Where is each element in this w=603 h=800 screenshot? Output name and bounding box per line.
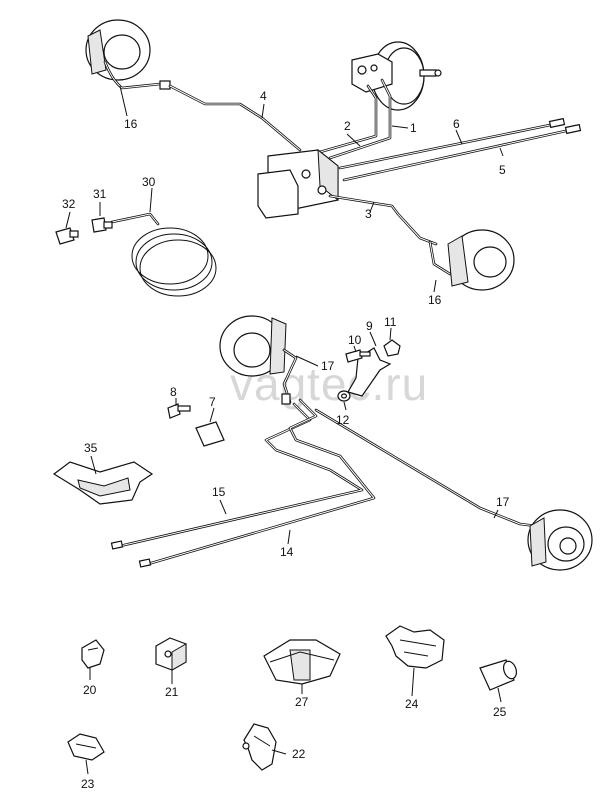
- callout-15: 15: [212, 485, 226, 499]
- brake-hose-front-right: [428, 240, 452, 276]
- callout-16-bottom: 16: [428, 293, 442, 307]
- leader-lines: [65, 85, 504, 775]
- callout-12: 12: [336, 413, 350, 427]
- plug-32: [55, 227, 79, 245]
- brake-pipe-14: [138, 398, 376, 568]
- clip-20: [81, 639, 105, 669]
- brake-hose-rear-left: [281, 348, 298, 405]
- callout-23: 24: [405, 697, 419, 711]
- callout-3: 3: [365, 207, 372, 221]
- abs-hydraulic-unit: [257, 148, 339, 219]
- callout-17-left: 17: [321, 359, 335, 373]
- brake-drum-rear-right: [527, 509, 593, 571]
- brake-drum-rear-left: [219, 315, 287, 377]
- bolt-8: [167, 403, 191, 419]
- union-nut-31: [91, 217, 113, 233]
- callout-8: 8: [170, 385, 177, 399]
- callout-4: 4: [260, 89, 267, 103]
- spacer-21: [155, 637, 187, 671]
- callout-2: 2: [344, 119, 351, 133]
- cover-plate-7: [195, 421, 225, 447]
- brake-pipe-2: [318, 84, 378, 154]
- callout-16-top: 16: [124, 117, 138, 131]
- callout-7: 7: [209, 395, 216, 409]
- callout-14: 14: [280, 545, 294, 559]
- brake-pipe-6: [338, 117, 566, 170]
- callout-35: 35: [84, 441, 98, 455]
- callout-6: 6: [453, 117, 460, 131]
- brake-pipe-5: [342, 123, 582, 182]
- callout-30: 30: [142, 175, 156, 189]
- brake-hose-rear-right: [314, 408, 538, 528]
- callout-20: 20: [83, 683, 97, 697]
- holder-27: [263, 639, 341, 685]
- callout-5: 5: [499, 163, 506, 177]
- brake-drum-front-right: [447, 229, 515, 291]
- callout-labels: 16 4 2 1 6 5 3 16 30 31 32 35 7 8 12 10 …: [62, 89, 510, 791]
- bracket-9: [347, 347, 392, 397]
- callout-32: 32: [62, 197, 76, 211]
- holder-23: [385, 625, 445, 669]
- brake-pipe-4: [168, 84, 302, 152]
- callout-27: 27: [295, 695, 309, 709]
- holder-22: [242, 723, 277, 771]
- heat-shield-35: [52, 461, 154, 505]
- brake-pipe-3: [328, 194, 438, 246]
- callout-11: 11: [384, 315, 397, 329]
- callout-24: 23: [81, 777, 95, 791]
- clip-12: [337, 390, 351, 402]
- brake-pipe-1: [328, 78, 392, 160]
- callout-10: 10: [348, 333, 362, 347]
- callout-21: 21: [165, 685, 179, 699]
- coiled-brake-pipe-30: [110, 212, 217, 297]
- callout-17-right: 17: [496, 495, 510, 509]
- callout-31: 31: [93, 187, 107, 201]
- brake-drum-front-left: [85, 19, 151, 81]
- nut-11: [383, 339, 401, 357]
- callout-22: 22: [292, 747, 306, 761]
- sleeve-25: [479, 659, 518, 691]
- clip-24: [67, 733, 105, 761]
- callout-25: 25: [493, 705, 507, 719]
- callout-1: 1: [410, 121, 417, 135]
- callout-9: 9: [366, 319, 373, 333]
